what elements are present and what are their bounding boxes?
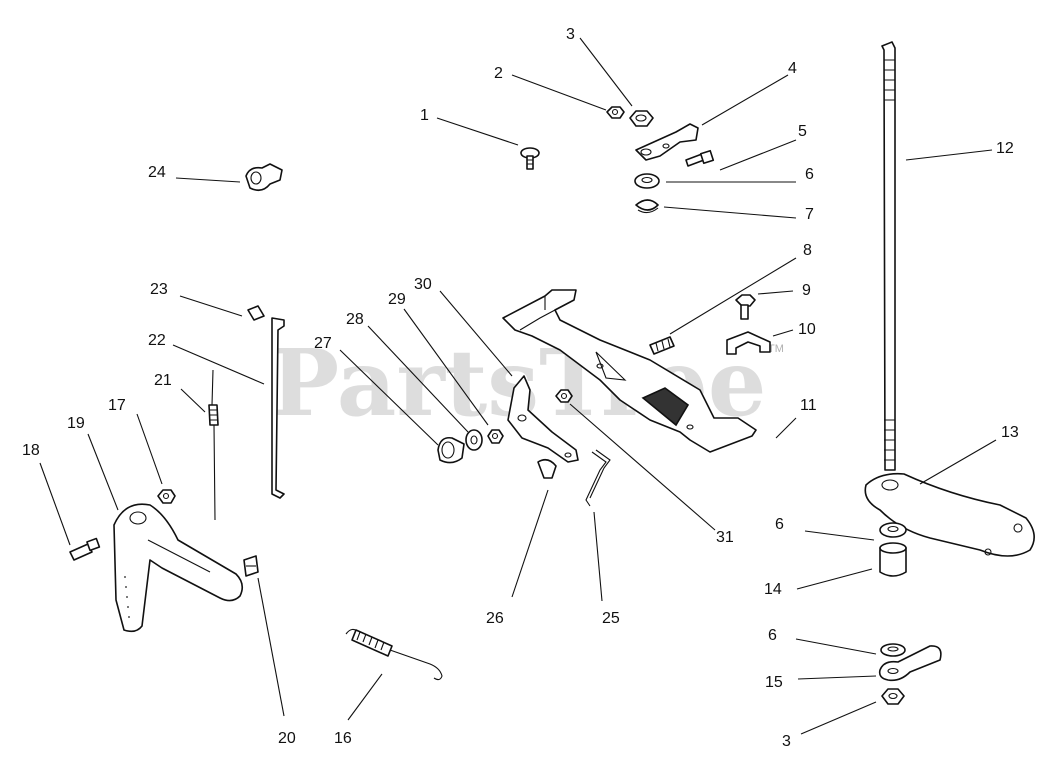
part-lever-19 xyxy=(113,503,244,633)
part-plate-11 xyxy=(502,289,757,453)
callout-28: 28 xyxy=(346,311,364,328)
callout-6c: 6 xyxy=(768,627,777,644)
part-washer-6-mid xyxy=(879,522,907,538)
callout-18: 18 xyxy=(22,442,40,459)
part-bolt-8 xyxy=(649,336,675,355)
part-clip-26 xyxy=(537,458,557,479)
part-nut-31 xyxy=(555,389,573,403)
part-arm-plate-13 xyxy=(864,472,1035,557)
callout-26: 26 xyxy=(486,610,504,627)
part-screw-1 xyxy=(520,147,540,170)
part-clip-20 xyxy=(243,555,259,577)
callout-31: 31 xyxy=(716,529,734,546)
part-cap-27 xyxy=(437,436,465,464)
leader-lines xyxy=(39,37,997,735)
callout-2: 2 xyxy=(494,65,503,82)
part-bracket-30 xyxy=(507,375,579,463)
part-nut-3-top xyxy=(629,110,654,127)
callout-25: 25 xyxy=(602,610,620,627)
part-spring-16 xyxy=(345,628,443,681)
callout-6: 6 xyxy=(805,166,814,183)
part-bushing-14 xyxy=(879,542,907,577)
part-washer-6-bottom xyxy=(880,643,906,657)
part-ferrule-23 xyxy=(247,305,265,321)
part-screw-9 xyxy=(735,294,756,320)
part-fitting-24 xyxy=(245,163,283,192)
part-nut-29 xyxy=(487,429,504,444)
part-washer-6-top xyxy=(634,173,660,189)
callout-19: 19 xyxy=(67,415,85,432)
callout-7: 7 xyxy=(805,206,814,223)
callout-23: 23 xyxy=(150,281,168,298)
callout-8: 8 xyxy=(803,242,812,259)
callout-9: 9 xyxy=(802,282,811,299)
part-bolt-18 xyxy=(69,537,101,561)
callout-16: 16 xyxy=(334,730,352,747)
watermark-tm: TM xyxy=(768,343,784,355)
part-spring-21 xyxy=(208,369,219,521)
callout-14: 14 xyxy=(764,581,782,598)
callout-30: 30 xyxy=(414,276,432,293)
callout-3: 3 xyxy=(566,26,575,43)
part-nut-2 xyxy=(606,106,625,119)
part-tab-washer-15 xyxy=(878,645,942,682)
callout-1: 1 xyxy=(420,107,429,124)
callout-3b: 3 xyxy=(782,733,791,750)
part-clip-10 xyxy=(726,331,771,355)
callout-17: 17 xyxy=(108,397,126,414)
part-spring-washer-7 xyxy=(635,199,659,214)
callout-11: 11 xyxy=(800,397,817,414)
part-washer-28 xyxy=(465,429,483,451)
part-screw-5 xyxy=(685,149,715,167)
callout-15: 15 xyxy=(765,674,783,691)
callout-6b: 6 xyxy=(775,516,784,533)
part-rod-12 xyxy=(881,41,896,471)
callout-4: 4 xyxy=(788,60,797,77)
callout-12: 12 xyxy=(996,140,1014,157)
part-wire-link-25 xyxy=(585,449,611,507)
callout-22: 22 xyxy=(148,332,166,349)
part-link-rod-22 xyxy=(271,317,285,499)
callout-10: 10 xyxy=(798,321,816,338)
part-nut-17 xyxy=(157,489,176,504)
callout-21: 21 xyxy=(154,372,172,389)
callout-27: 27 xyxy=(314,335,332,352)
part-bracket-4 xyxy=(635,123,699,161)
callout-24: 24 xyxy=(148,164,166,181)
callout-20: 20 xyxy=(278,730,296,747)
callouts: 1 2 3 4 5 6 7 8 9 10 11 12 13 6 14 6 15 … xyxy=(22,26,1019,750)
callout-5: 5 xyxy=(798,123,807,140)
part-nut-3-bottom xyxy=(881,688,905,705)
callout-29: 29 xyxy=(388,291,406,308)
callout-13: 13 xyxy=(1001,424,1019,441)
